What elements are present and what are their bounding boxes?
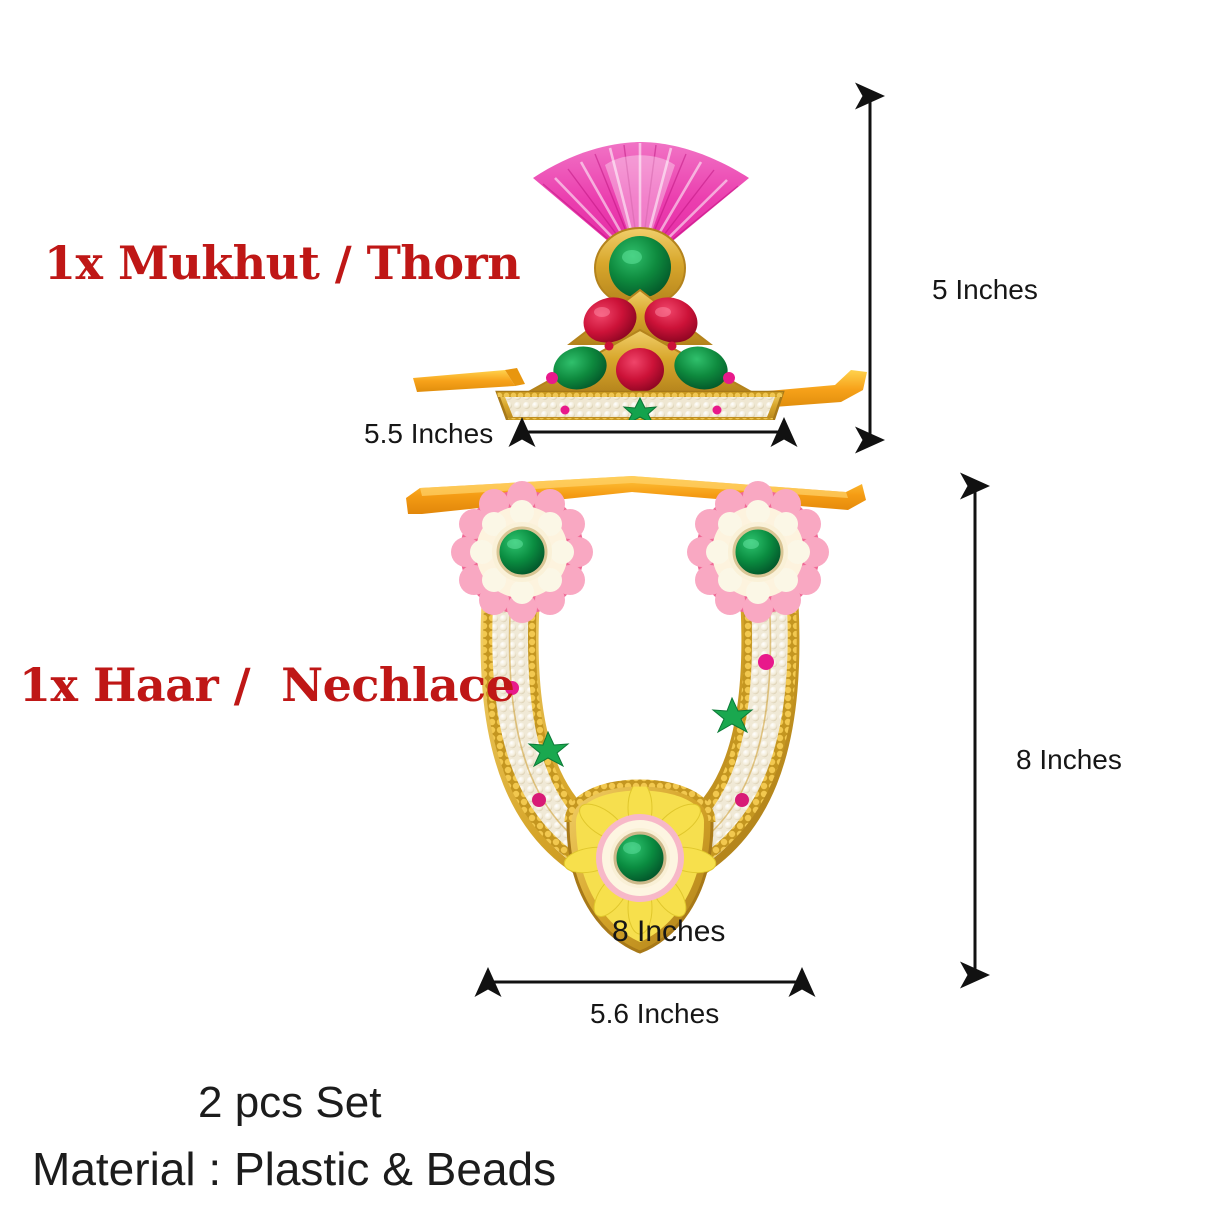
mukut-heading: 1x Mukhut / Thorn [44,236,521,290]
crown-height-arrow [855,82,885,454]
crown-width-arrow [508,417,798,447]
necklace-width-arrow [474,967,816,997]
crown-body [495,226,785,420]
set-count-text: 2 pcs Set [198,1078,382,1127]
crown-ribbon-right [757,370,867,408]
crown-ribbon-left [413,368,525,392]
crown-height-label: 5 Inches [932,274,1038,305]
necklace-width-label: 5.6 Inches [590,998,720,1029]
material-text: Material : Plastic & Beads [32,1143,557,1195]
mukut-crown-image [405,140,875,420]
necklace-height-arrow [960,472,990,989]
necklace-pendant [563,779,717,954]
haar-necklace-image [400,470,880,970]
necklace-flower-left [451,481,593,623]
necklace-height-overlap-label: 8 Inches [612,915,726,948]
haar-heading: 1x Haar / Nechlace [19,658,515,712]
necklace-height-label: 8 Inches [1016,744,1122,775]
necklace-flower-right [687,481,829,623]
crown-width-label: 5.5 Inches [364,418,494,449]
